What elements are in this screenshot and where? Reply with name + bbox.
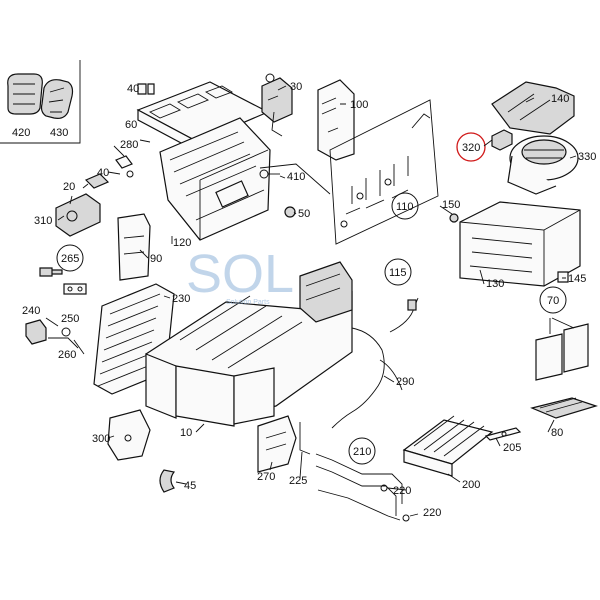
part-420-seal (7, 73, 43, 115)
callout-300: 300 (92, 433, 110, 445)
callout-ring-115 (384, 258, 412, 286)
part-100-duct (317, 79, 355, 161)
callout-210: 210 (353, 446, 371, 458)
part-410-sensor (259, 169, 280, 179)
part-290-wiring-harness (331, 297, 419, 429)
callout-ring-320 (456, 132, 486, 162)
callout-60: 60 (125, 119, 137, 131)
leader-sensor-kit (259, 163, 331, 195)
callout-100: 100 (350, 99, 368, 111)
callout-130: 130 (486, 278, 504, 290)
callout-250: 250 (61, 313, 79, 325)
callout-330: 330 (578, 151, 596, 163)
callout-ring-265 (56, 244, 84, 272)
part-270-panel (257, 415, 297, 473)
part-210-pipes (315, 453, 403, 521)
part-90-duct (117, 213, 151, 281)
watermark-text: SOL (186, 244, 294, 304)
callout-140: 140 (551, 93, 569, 105)
part-330-blower-motor (507, 135, 579, 195)
part-50-clip (284, 206, 296, 218)
callout-205: 205 (503, 442, 521, 454)
part-250-oring (61, 327, 71, 337)
part-240-valve (25, 319, 47, 345)
part-80-filter (530, 397, 598, 419)
callout-90: 90 (150, 253, 162, 265)
part-205-seal (484, 427, 522, 441)
callout-220a: 220 (393, 485, 411, 497)
callout-40b: 40 (97, 167, 109, 179)
callout-240: 240 (22, 305, 40, 317)
callout-70: 70 (547, 295, 559, 307)
callout-30: 30 (290, 81, 302, 93)
callout-260: 260 (58, 349, 76, 361)
callout-ring-210 (348, 437, 376, 465)
callout-50: 50 (298, 208, 310, 220)
part-265-bolts (39, 267, 87, 295)
part-30-actuator (261, 73, 293, 137)
callout-430: 430 (50, 127, 68, 139)
part-280-bracket (115, 155, 134, 178)
callout-290: 290 (396, 376, 414, 388)
callout-ring-110 (391, 192, 419, 220)
part-200-heater-core (402, 415, 494, 477)
callout-110: 110 (396, 201, 414, 213)
part-20-sensor (84, 173, 110, 189)
callout-410: 410 (287, 171, 305, 183)
callout-10: 10 (180, 427, 192, 439)
callout-80: 80 (551, 427, 563, 439)
part-40-clip (137, 83, 155, 95)
callout-310: 310 (34, 215, 52, 227)
callout-145: 145 (568, 273, 586, 285)
callout-225: 225 (289, 475, 307, 487)
callout-ring-70 (539, 286, 567, 314)
part-300-bracket (107, 409, 151, 461)
part-140-blower-cover (491, 81, 575, 135)
part-150-clip (449, 213, 459, 223)
part-110-sensor-kit (329, 99, 439, 245)
inset-box (0, 60, 81, 144)
callout-40: 40 (127, 83, 139, 95)
callout-265: 265 (61, 253, 79, 265)
part-320-resistor (491, 129, 513, 151)
callout-115: 115 (389, 267, 407, 279)
callout-220b: 220 (423, 507, 441, 519)
callout-280: 280 (120, 139, 138, 151)
part-310-actuator (55, 193, 101, 237)
part-120-heater-box-top (159, 117, 271, 241)
callout-120: 120 (173, 237, 191, 249)
callout-150: 150 (442, 199, 460, 211)
part-145-clip (557, 271, 569, 283)
part-130-housing (459, 201, 581, 287)
watermark-subtext: Solution Parts (226, 299, 270, 306)
part-225-pipe (299, 422, 311, 455)
callout-270: 270 (257, 471, 275, 483)
callout-45: 45 (184, 480, 196, 492)
callout-320: 320 (462, 142, 480, 154)
watermark: SOL Solution Parts (186, 244, 294, 306)
part-220-orings (380, 484, 410, 522)
part-10-main-housing (145, 261, 353, 427)
callout-230: 230 (172, 293, 190, 305)
part-45-hose (159, 469, 176, 493)
part-260-pipe (48, 337, 79, 349)
part-70-filter (535, 317, 589, 381)
callout-20: 20 (63, 181, 75, 193)
callout-420: 420 (12, 127, 30, 139)
callout-200: 200 (462, 479, 480, 491)
part-430-seal (40, 79, 74, 119)
